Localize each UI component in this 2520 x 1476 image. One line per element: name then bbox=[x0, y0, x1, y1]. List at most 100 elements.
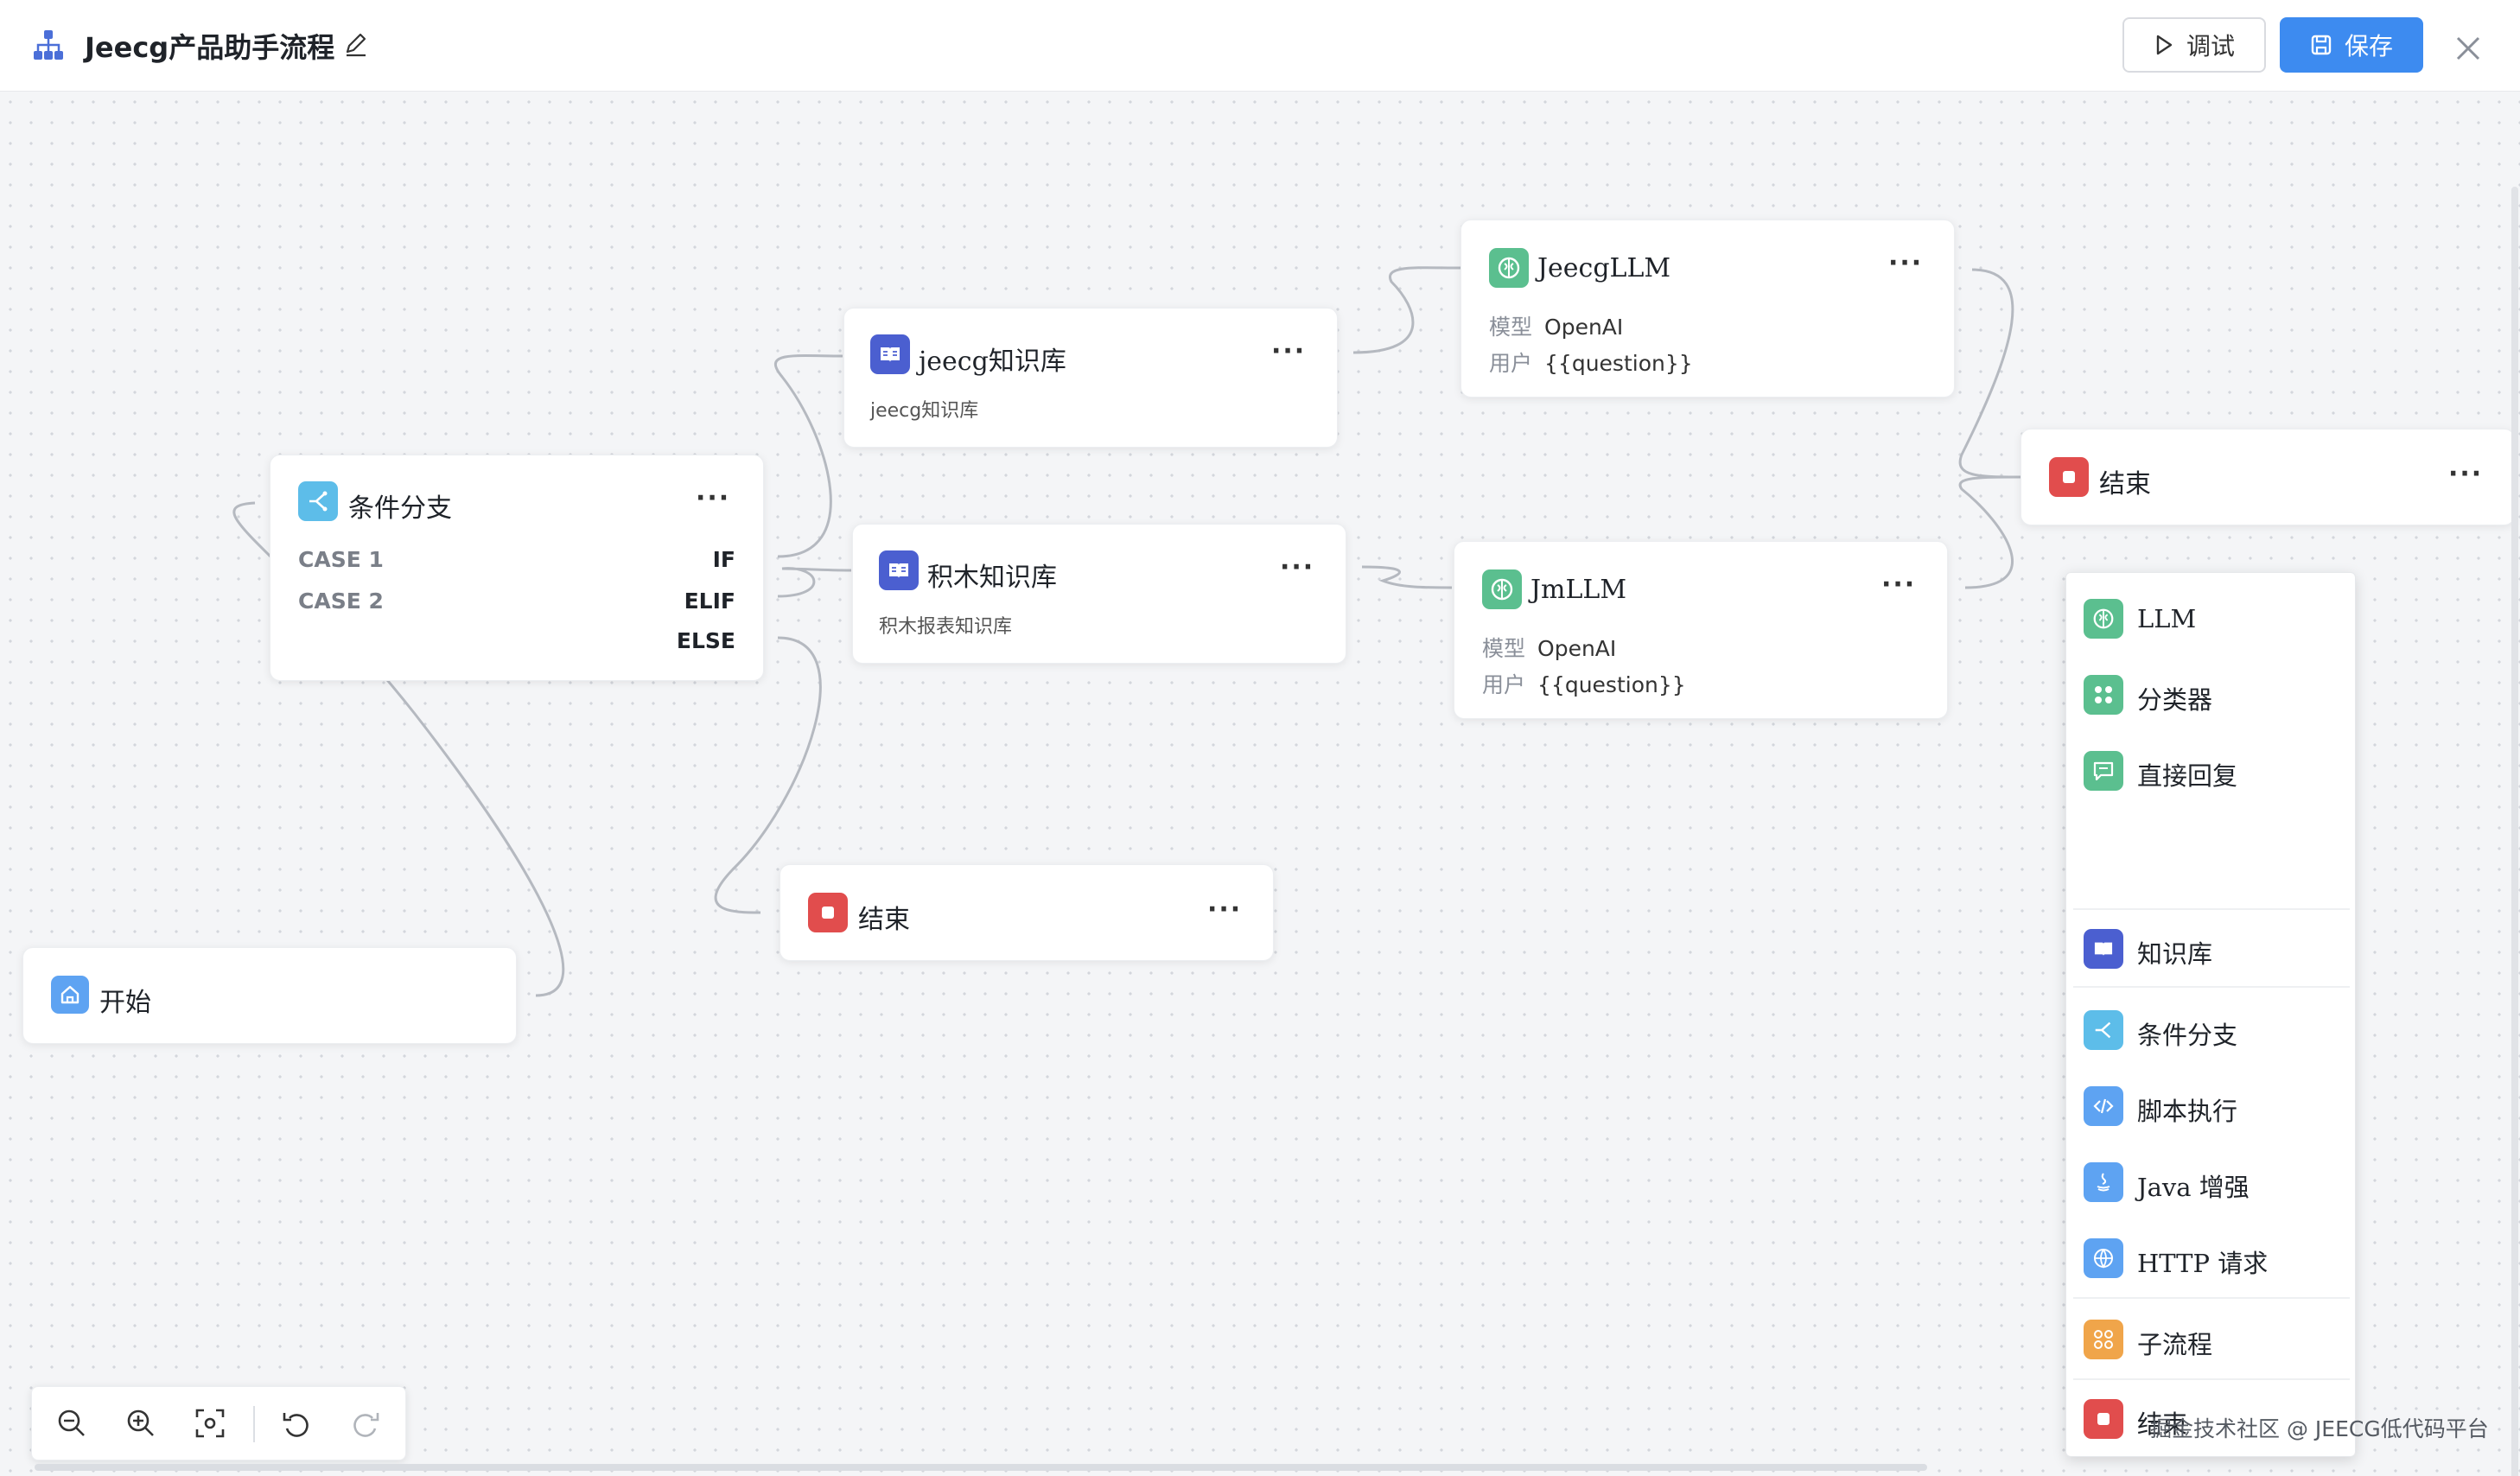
menu-item-script[interactable]: 脚本执行 bbox=[2066, 1069, 2357, 1145]
knowledge-node-jeecg[interactable]: jeecg知识库 ··· jeecg知识库 bbox=[843, 308, 1338, 448]
edge-kb-jmllm bbox=[1361, 565, 1453, 589]
brain-icon bbox=[2084, 599, 2123, 639]
book-icon bbox=[870, 334, 910, 374]
save-button[interactable]: 保存 bbox=[2280, 17, 2423, 73]
java-icon bbox=[2084, 1162, 2123, 1202]
edge-if-kb-jeecg bbox=[774, 354, 843, 558]
close-icon[interactable] bbox=[2453, 33, 2484, 64]
page-title: Jeecg产品助手流程 bbox=[85, 31, 335, 64]
model-key: 模型 bbox=[1489, 315, 1533, 340]
zoom-out-icon[interactable] bbox=[54, 1406, 89, 1441]
kb-jimu-more-button[interactable]: ··· bbox=[1280, 552, 1315, 582]
zoom-in-icon[interactable] bbox=[124, 1406, 158, 1441]
globe-icon bbox=[2084, 1238, 2123, 1278]
menu-item-end[interactable]: 结束 bbox=[2066, 1382, 2357, 1458]
knowledge-node-jimu[interactable]: 积木知识库 ··· 积木报表知识库 bbox=[852, 524, 1346, 664]
menu-item-label: HTTP 请求 bbox=[2137, 1249, 2269, 1278]
case-1-keyword: IF bbox=[712, 547, 735, 572]
menu-item-label: 条件分支 bbox=[2137, 1021, 2238, 1050]
menu-item-label: 知识库 bbox=[2137, 939, 2213, 969]
menu-item-label: 脚本执行 bbox=[2137, 1097, 2238, 1126]
menu-item-label: 分类器 bbox=[2137, 685, 2213, 715]
start-title: 开始 bbox=[99, 988, 151, 1018]
kb-jeecg-subtitle: jeecg知识库 bbox=[870, 400, 979, 422]
llm-jeecg-title: JeecgLLM bbox=[1537, 253, 1671, 283]
condition-node-more-button[interactable]: ··· bbox=[696, 483, 731, 513]
model-value: OpenAI bbox=[1537, 636, 1617, 661]
menu-divider bbox=[2073, 908, 2350, 910]
end-mid-title: 结束 bbox=[858, 905, 910, 935]
case-2-keyword: ELIF bbox=[684, 588, 735, 614]
stop-icon bbox=[808, 893, 848, 932]
home-icon bbox=[51, 976, 89, 1014]
kb-jeecg-title: jeecg知识库 bbox=[919, 347, 1066, 377]
llm-jm-title: JmLLM bbox=[1530, 575, 1627, 605]
user-key: 用户 bbox=[1489, 351, 1533, 376]
edge-elif-kb-jimu bbox=[777, 567, 852, 598]
grid-icon bbox=[2084, 675, 2123, 715]
header: Jeecg产品助手流程 调试 保存 bbox=[0, 0, 2520, 92]
brain-icon bbox=[1489, 248, 1529, 288]
end-mid-more-button[interactable]: ··· bbox=[1207, 894, 1243, 925]
node-type-menu: LLM 分类器 直接回复 知识库 条件分支 脚本执行 Java 增强 bbox=[2065, 572, 2356, 1457]
flow-canvas[interactable]: 条件分支 ··· CASE 1 IF CASE 2 ELIF ELSE jeec… bbox=[0, 92, 2520, 1476]
llm-jeecg-more-button[interactable]: ··· bbox=[1888, 248, 1924, 278]
kb-jimu-title: 积木知识库 bbox=[927, 563, 1057, 593]
redo-icon[interactable] bbox=[348, 1406, 383, 1441]
menu-item-classifier[interactable]: 分类器 bbox=[2066, 658, 2357, 734]
menu-item-label: 子流程 bbox=[2137, 1330, 2213, 1359]
end-node-top[interactable]: 结束 ··· bbox=[2020, 429, 2515, 525]
edge-jeecgllm-end bbox=[1958, 268, 2023, 479]
brain-icon bbox=[1482, 569, 1522, 609]
edge-jmllm-end bbox=[1958, 475, 2023, 589]
edit-title-icon[interactable] bbox=[342, 31, 370, 59]
user-value: {{question}} bbox=[1537, 672, 1686, 697]
watermark: 掘金技术社区 @ JEECG低代码平台 bbox=[2150, 1416, 2489, 1441]
user-value: {{question}} bbox=[1544, 351, 1693, 376]
end-top-more-button[interactable]: ··· bbox=[2448, 459, 2484, 489]
menu-item-http[interactable]: HTTP 请求 bbox=[2066, 1221, 2357, 1297]
horizontal-scrollbar[interactable] bbox=[35, 1464, 1927, 1471]
debug-button-label: 调试 bbox=[2186, 32, 2235, 60]
menu-divider bbox=[2073, 1297, 2350, 1299]
menu-item-label: Java 增强 bbox=[2137, 1173, 2250, 1202]
model-key: 模型 bbox=[1482, 636, 1526, 661]
stop-icon bbox=[2049, 457, 2089, 497]
menu-item-label: 直接回复 bbox=[2137, 761, 2238, 791]
llm-node-jm[interactable]: JmLLM ··· 模型 OpenAI 用户 {{question}} bbox=[1454, 541, 1948, 719]
undo-icon[interactable] bbox=[279, 1406, 314, 1441]
menu-item-java[interactable]: Java 增强 bbox=[2066, 1145, 2357, 1221]
subflow-icon bbox=[2084, 1320, 2123, 1359]
menu-item-condition[interactable]: 条件分支 bbox=[2066, 993, 2357, 1069]
canvas-toolbar bbox=[31, 1386, 406, 1460]
kb-jeecg-more-button[interactable]: ··· bbox=[1271, 336, 1307, 366]
llm-jm-user-row: 用户 {{question}} bbox=[1482, 668, 1686, 699]
menu-item-direct-reply[interactable]: 直接回复 bbox=[2066, 734, 2357, 810]
code-icon bbox=[2084, 1086, 2123, 1126]
menu-item-llm[interactable]: LLM bbox=[2066, 582, 2357, 658]
edges-layer bbox=[232, 266, 2023, 997]
edge-start-condition bbox=[232, 501, 565, 997]
play-icon bbox=[2156, 35, 2173, 55]
stop-icon bbox=[2084, 1399, 2123, 1439]
reply-icon bbox=[2084, 751, 2123, 791]
menu-item-knowledge[interactable]: 知识库 bbox=[2066, 912, 2357, 988]
end-node-middle[interactable]: 结束 ··· bbox=[780, 864, 1274, 961]
start-node[interactable]: 开始 bbox=[22, 947, 517, 1044]
workflow-logo-icon bbox=[34, 30, 63, 60]
edge-kb-jeecgllm bbox=[1352, 266, 1461, 354]
menu-item-subflow[interactable]: 子流程 bbox=[2066, 1302, 2357, 1378]
llm-jm-model-row: 模型 OpenAI bbox=[1482, 632, 1616, 663]
fit-view-icon[interactable] bbox=[193, 1406, 227, 1441]
menu-item-label: 结束 bbox=[2137, 1409, 2188, 1439]
case-2-label: CASE 2 bbox=[298, 588, 384, 614]
condition-branch-node[interactable]: 条件分支 ··· CASE 1 IF CASE 2 ELIF ELSE bbox=[270, 455, 764, 681]
debug-button[interactable]: 调试 bbox=[2122, 17, 2266, 73]
edge-else-end bbox=[714, 636, 822, 914]
llm-jeecg-user-row: 用户 {{question}} bbox=[1489, 347, 1693, 378]
user-key: 用户 bbox=[1482, 672, 1526, 697]
llm-jm-more-button[interactable]: ··· bbox=[1881, 569, 1917, 600]
vertical-scrollbar[interactable] bbox=[2511, 187, 2518, 1476]
menu-item-label: LLM bbox=[2137, 604, 2197, 633]
